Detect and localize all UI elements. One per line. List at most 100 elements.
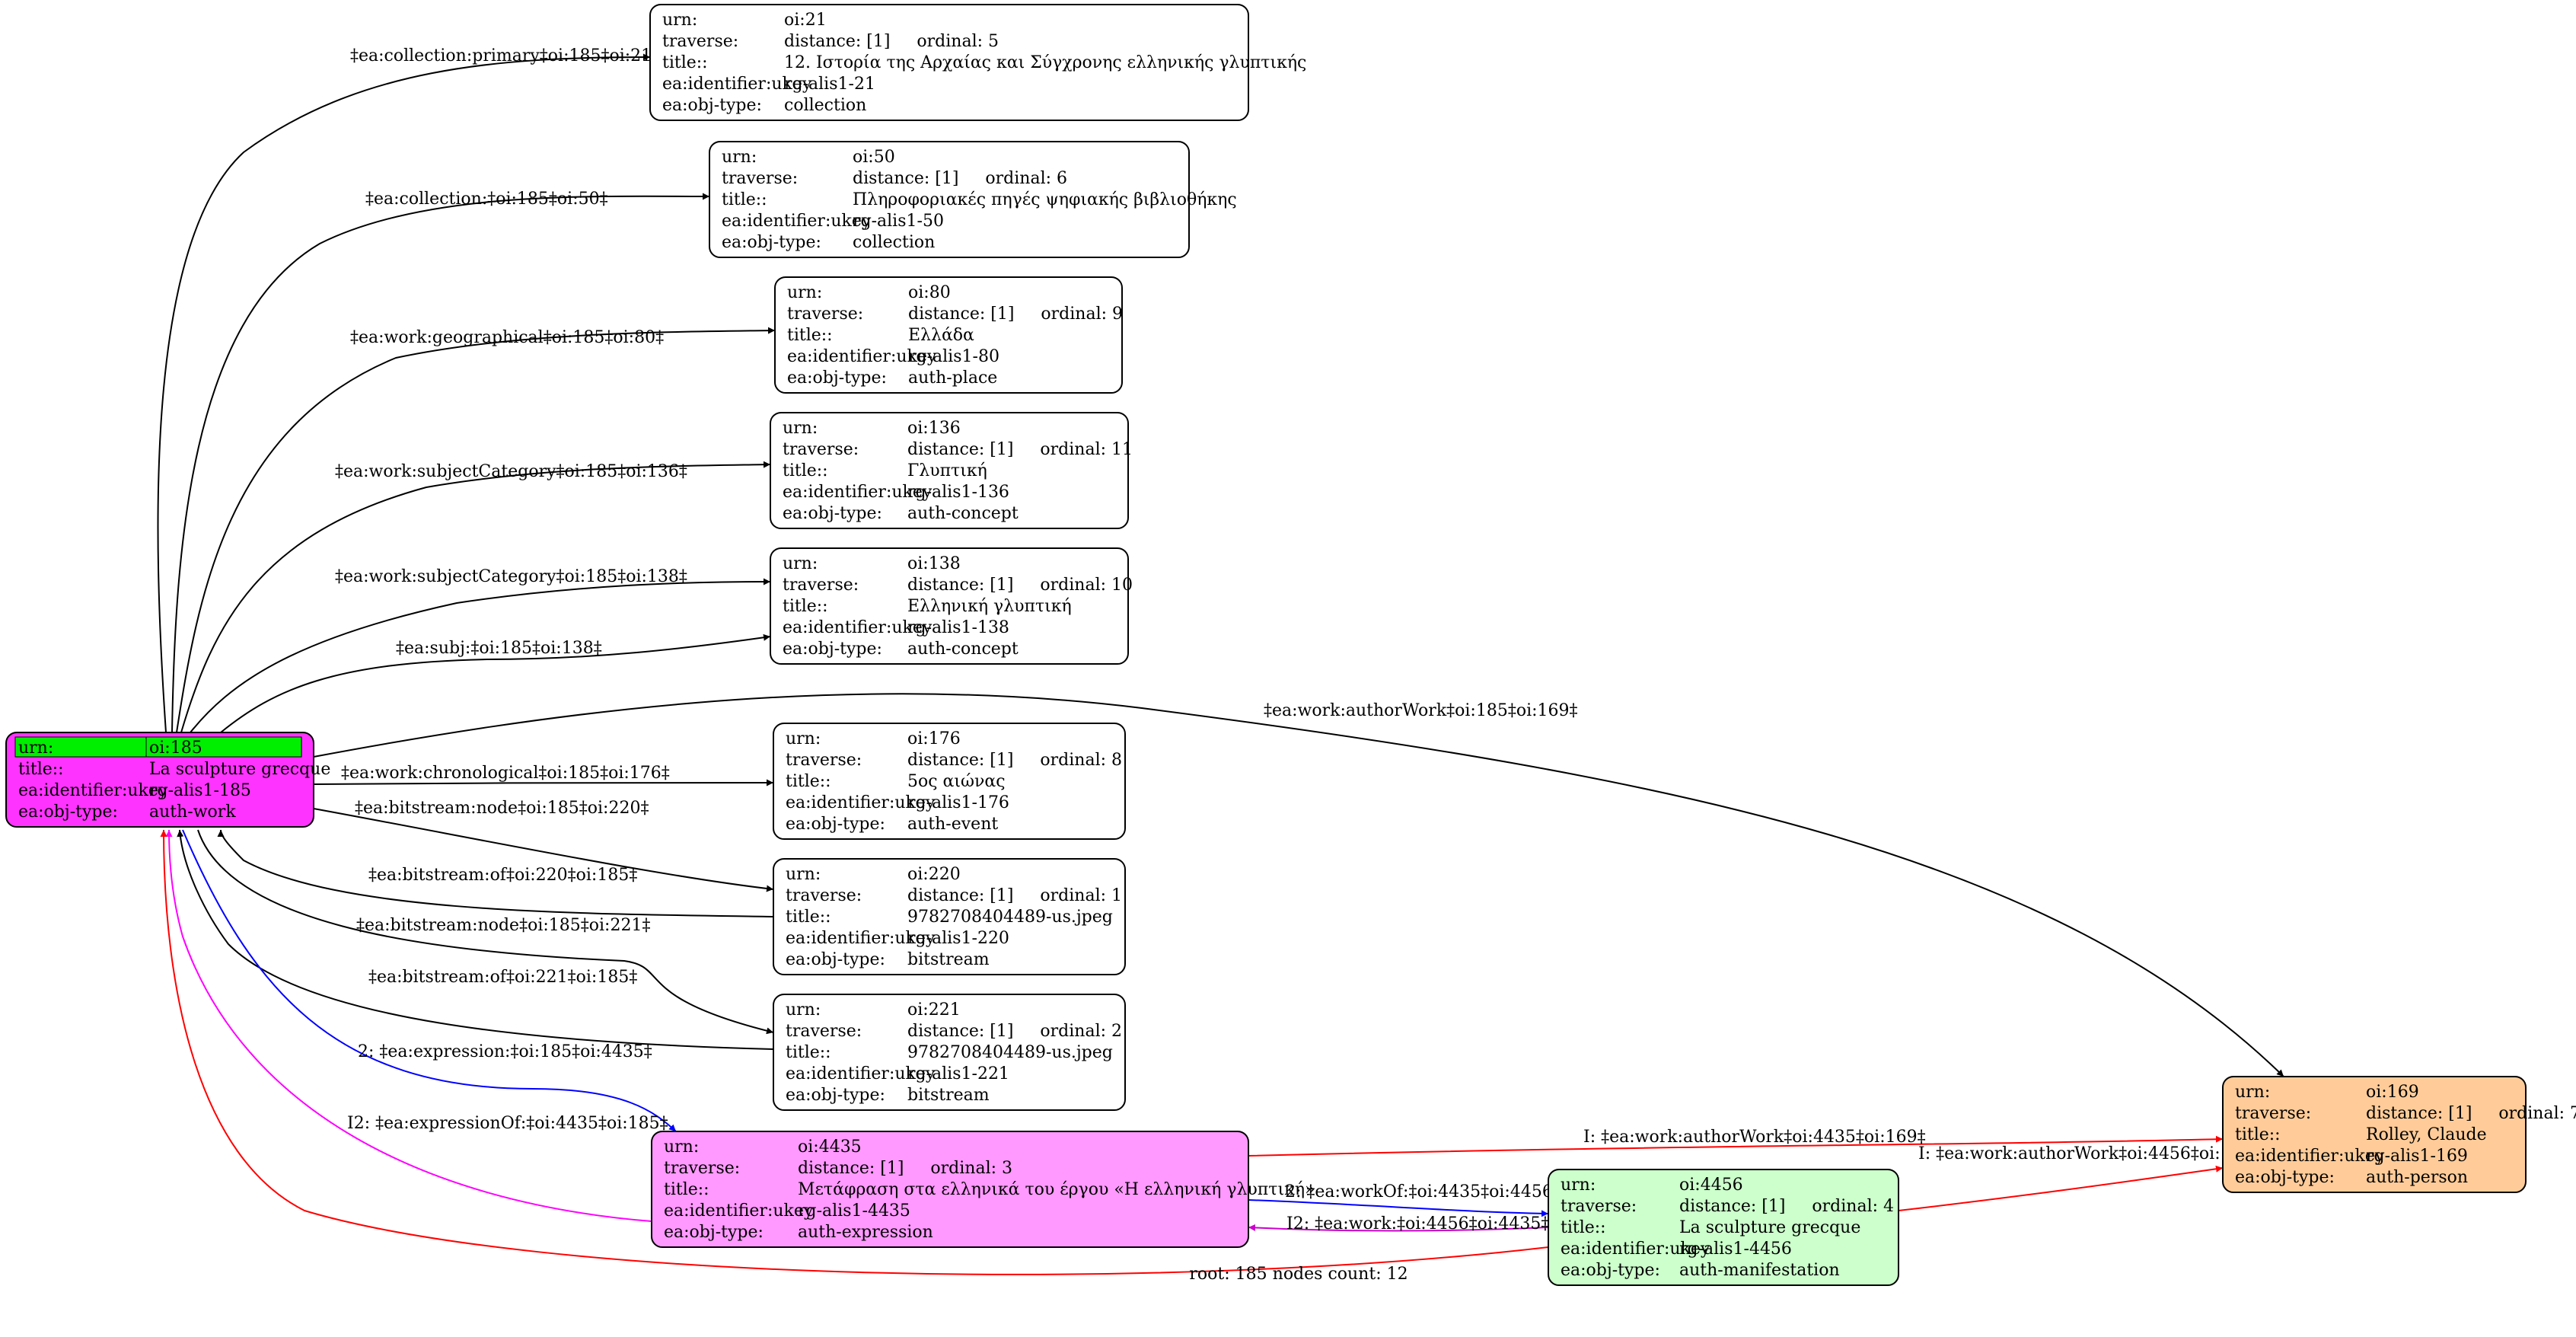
- node-field-value: collection: [784, 96, 866, 115]
- node-box: [770, 412, 1129, 529]
- edge-line: [220, 633, 771, 733]
- node-box: [773, 994, 1126, 1111]
- node-field-key: title::: [786, 772, 831, 791]
- node-field-value: distance: [1] ordinal: 10: [907, 576, 1133, 595]
- node-field-key: traverse:: [786, 751, 862, 770]
- node-field-key: title::: [787, 326, 833, 345]
- node-field-key: ea:obj-type:: [662, 96, 762, 115]
- node-field-value: oi:50: [853, 148, 895, 167]
- node-field-key: ea:obj-type:: [2235, 1168, 2335, 1187]
- node-field-key: title::: [664, 1180, 709, 1199]
- node-field-value: Rolley, Claude: [2366, 1125, 2487, 1144]
- edge-line: [313, 808, 774, 892]
- node-box: [773, 723, 1126, 840]
- edge-138b[interactable]: ‡ea:subj:‡oi:185‡oi:138‡: [220, 633, 771, 733]
- node-field-value: 9782708404489-us.jpeg: [907, 1043, 1113, 1062]
- node-field-key: ea:obj-type:: [787, 369, 887, 388]
- node-field-key: ea:obj-type:: [783, 640, 882, 659]
- edge-169[interactable]: ‡ea:work:authorWork‡oi:185‡oi:169‡: [313, 693, 2284, 1077]
- node-field-value: oi:185: [149, 739, 202, 758]
- node-field-value: auth-place: [908, 369, 997, 388]
- node-field-key: traverse:: [787, 305, 863, 324]
- edge-50[interactable]: ‡ea:collection:‡oi:185‡oi:50‡: [171, 190, 710, 733]
- edge-4435_4456[interactable]: 2: ‡ea:workOf:‡oi:4435‡oi:4456‡: [1248, 1182, 1561, 1217]
- node-field-value: oi:4456: [1679, 1176, 1743, 1195]
- node-field-key: ea:identifier:ukey: [664, 1201, 814, 1221]
- edge-line: [180, 461, 771, 733]
- node-field-key: ea:identifier:ukey: [783, 483, 933, 502]
- node-field-value: auth-work: [149, 803, 236, 822]
- edge-220b[interactable]: ‡ea:bitstream:of‡oi:220‡oi:185‡: [217, 829, 774, 917]
- edge-220[interactable]: ‡ea:bitstream:node‡oi:185‡oi:220‡: [313, 799, 774, 892]
- edge-136[interactable]: ‡ea:work:subjectCategory‡oi:185‡oi:136‡: [180, 461, 771, 733]
- edge-line: [190, 578, 771, 733]
- edge-80[interactable]: ‡ea:work:geographical‡oi:185‡oi:80‡: [176, 327, 776, 733]
- node-field-value: rg-alis1-50: [853, 212, 944, 231]
- node-field-key: traverse:: [783, 576, 859, 595]
- edge-176[interactable]: ‡ea:work:chronological‡oi:185‡oi:176‡: [313, 764, 774, 787]
- node-field-key: traverse:: [786, 886, 862, 905]
- node-field-key: traverse:: [1561, 1197, 1637, 1216]
- node-field-key: urn:: [783, 554, 818, 573]
- node-field-value: oi:4435: [798, 1138, 862, 1157]
- node-field-key: ea:identifier:ukey: [787, 347, 937, 366]
- edge-label: ‡ea:collection:‡oi:185‡oi:50‡: [365, 190, 608, 209]
- node-field-value: auth-manifestation: [1679, 1261, 1840, 1280]
- edge-line: [197, 829, 774, 1035]
- edge-label: 2: ‡ea:workOf:‡oi:4435‡oi:4456‡: [1285, 1182, 1561, 1201]
- node-field-key: traverse:: [2235, 1104, 2311, 1123]
- edge-label: ‡ea:bitstream:of‡oi:221‡oi:185‡: [368, 968, 637, 987]
- node-field-value: rg-alis1-169: [2366, 1147, 2468, 1166]
- edge-label: ‡ea:bitstream:node‡oi:185‡oi:221‡: [356, 916, 650, 935]
- node-field-value: auth-event: [907, 815, 998, 834]
- edge-221[interactable]: ‡ea:bitstream:node‡oi:185‡oi:221‡: [197, 829, 774, 1035]
- edge-4456_169[interactable]: I: ‡ea:work:authorWork‡oi:4456‡oi:169‡: [1898, 1144, 2261, 1211]
- node-field-key: ea:obj-type:: [722, 233, 821, 252]
- edge-4435b[interactable]: I2: ‡ea:expressionOf:‡oi:4435‡oi:185‡: [165, 829, 668, 1222]
- node-field-key: urn:: [786, 1000, 821, 1020]
- node-field-key: urn:: [664, 1138, 699, 1157]
- node-field-key: title::: [1561, 1218, 1606, 1237]
- edge-label: ‡ea:subj:‡oi:185‡oi:138‡: [396, 639, 602, 658]
- edge-4435_169[interactable]: I: ‡ea:work:authorWork‡oi:4435‡oi:169‡: [1248, 1128, 2224, 1157]
- edge-21[interactable]: ‡ea:collection:primary‡oi:185‡oi:21‡: [157, 46, 660, 733]
- node-field-value: rg-alis1-4435: [798, 1201, 910, 1221]
- node-field-key: urn:: [18, 739, 53, 758]
- edge-line: [177, 829, 774, 1050]
- node-box: [649, 4, 1249, 121]
- node-field-key: title::: [786, 908, 831, 927]
- edge-label: ‡ea:work:chronological‡oi:185‡oi:176‡: [341, 764, 670, 783]
- node-field-key: ea:identifier:ukey: [722, 212, 872, 231]
- node-field-value: distance: [1] ordinal: 6: [853, 169, 1067, 188]
- node-field-key: traverse:: [722, 169, 798, 188]
- node-header-highlight: [14, 736, 302, 758]
- edge-138a[interactable]: ‡ea:work:subjectCategory‡oi:185‡oi:138‡: [190, 567, 771, 733]
- edge-4456_4435[interactable]: I2: ‡ea:work:‡oi:4456‡oi:4435‡: [1248, 1214, 1549, 1233]
- edge-label: I2: ‡ea:expressionOf:‡oi:4435‡oi:185‡: [347, 1114, 668, 1133]
- edge-label: ‡ea:work:subjectCategory‡oi:185‡oi:138‡: [335, 567, 687, 586]
- node-field-key: urn:: [722, 148, 757, 167]
- node-field-value: Ελληνική γλυπτική: [907, 597, 1072, 616]
- node-50[interactable]: urn: oi:50 traverse: distance: [1] ordinal:…: [709, 141, 1237, 258]
- node-field-value: Γλυπτική: [907, 461, 987, 480]
- node-field-value: 9782708404489-us.jpeg: [907, 908, 1113, 927]
- edge-line: [1248, 1224, 1549, 1232]
- edge-line: [313, 693, 2284, 1077]
- node-field-key: urn:: [787, 283, 822, 302]
- node-field-key: traverse:: [664, 1159, 740, 1178]
- edge-label: ‡ea:bitstream:node‡oi:185‡oi:220‡: [355, 799, 649, 818]
- edge-221b[interactable]: ‡ea:bitstream:of‡oi:221‡oi:185‡: [177, 829, 774, 1050]
- edge-4435[interactable]: 2: ‡ea:expression:‡oi:185‡oi:4435‡: [182, 829, 677, 1132]
- node-field-value: oi:80: [908, 283, 951, 302]
